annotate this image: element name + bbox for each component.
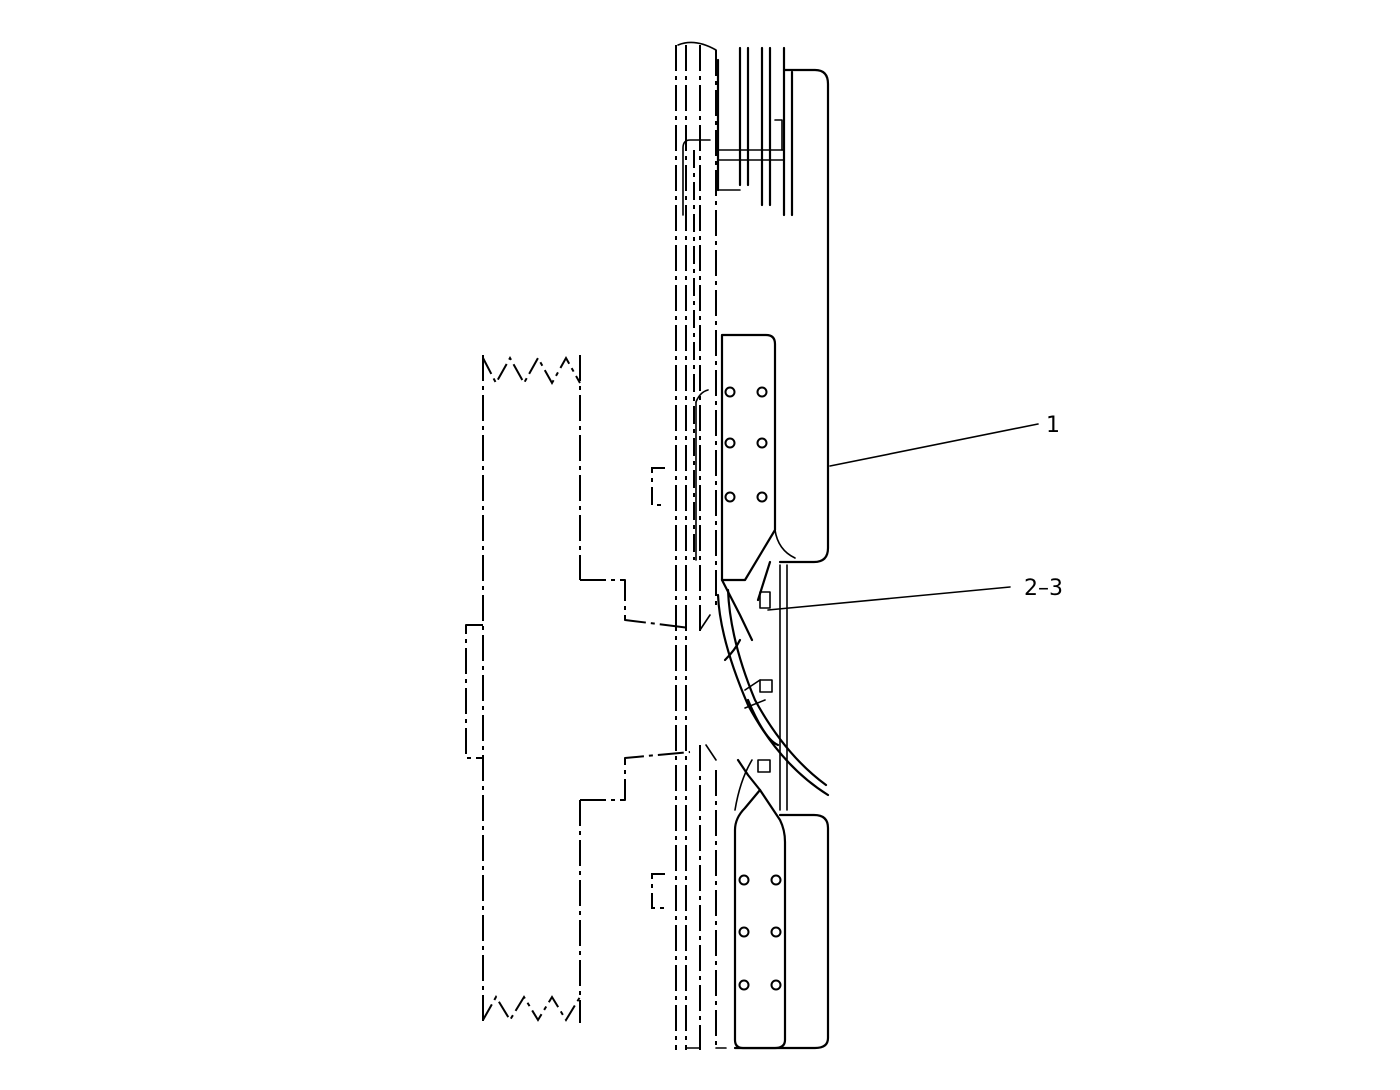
- fan-blade-upper: [720, 68, 830, 582]
- callout-1-leader: [829, 423, 1039, 467]
- callout-2-3-label: 2–3: [1024, 576, 1063, 601]
- mounting-frame: [675, 41, 727, 1050]
- callout-1-label: 1: [1046, 413, 1060, 438]
- fan-blade-lower: [733, 759, 830, 1050]
- pulley-phantom: [465, 355, 691, 1023]
- upper-guard: [716, 46, 786, 217]
- callout-2-3-leader: [767, 586, 1011, 611]
- blade-shank: [716, 560, 830, 811]
